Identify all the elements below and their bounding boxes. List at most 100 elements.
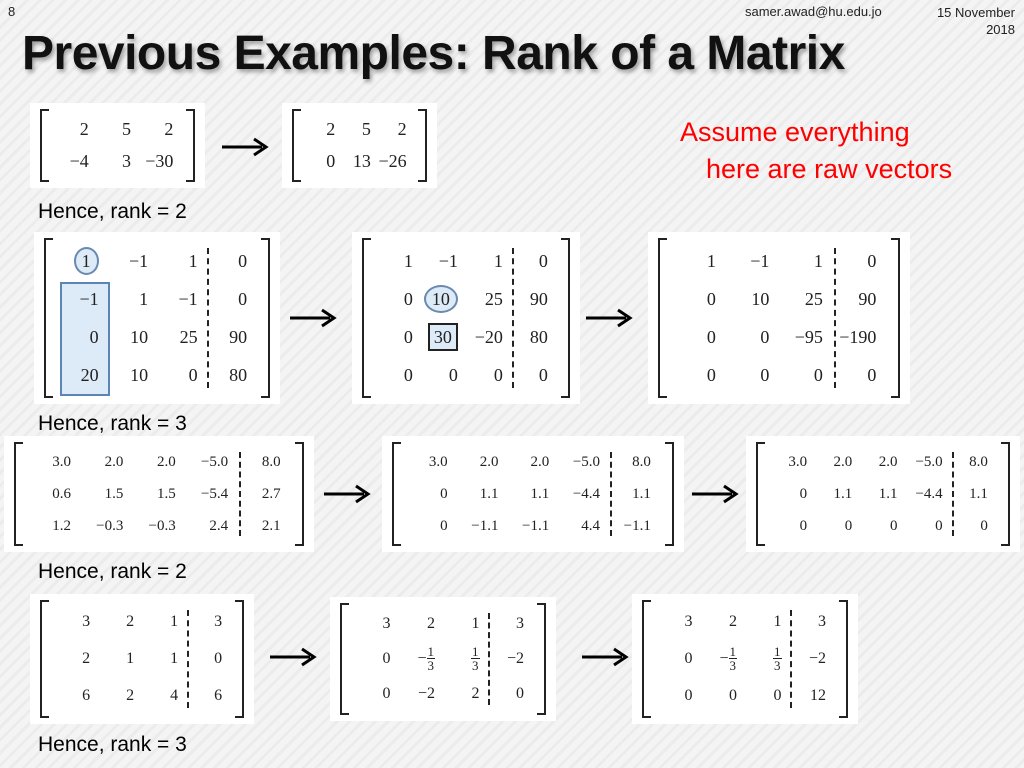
- left-bracket: [756, 442, 765, 546]
- matrix-cell: 1: [139, 288, 149, 309]
- matrix-cell: 3: [684, 613, 693, 631]
- matrix-cell: −1: [128, 250, 149, 271]
- arrow-icon: [690, 484, 738, 504]
- matrix-cell: 13: [352, 151, 371, 172]
- matrix-cell: 0: [760, 364, 770, 385]
- matrix-cell: 1: [706, 250, 716, 271]
- right-bracket: [418, 109, 427, 182]
- matrix-cell: 0: [684, 649, 693, 667]
- matrix-cell: 80: [529, 326, 548, 347]
- matrix-cell: 10: [421, 284, 466, 313]
- matrix-cell: 1: [170, 613, 179, 631]
- highlighted-column: [60, 282, 110, 396]
- matrix-cell: 0: [403, 288, 413, 309]
- matrix-cell: −4.4: [915, 485, 943, 502]
- left-bracket: [340, 603, 349, 715]
- matrix-cell: 2.0: [878, 453, 898, 470]
- matrix-cell: 0: [440, 517, 448, 534]
- right-bracket: [235, 600, 244, 718]
- matrix-cell: 3.0: [428, 453, 448, 470]
- matrix-cell: 0: [448, 364, 458, 385]
- matrix-cell: −95: [794, 326, 823, 347]
- matrix-cell: 1: [126, 649, 135, 667]
- augmented-divider: [790, 610, 793, 708]
- matrix-cell: 0: [516, 684, 524, 702]
- augmented-divider: [238, 452, 241, 536]
- augmented-divider: [610, 452, 613, 536]
- matrix-cell: 2.0: [479, 453, 499, 470]
- matrix-cell: 2: [729, 613, 737, 631]
- matrix-cell: 0: [188, 364, 198, 385]
- augmented-divider: [186, 610, 189, 708]
- matrix-cell: 2: [427, 615, 435, 633]
- matrix-cell: 25: [179, 326, 198, 347]
- matrix-cell: 10: [130, 364, 149, 385]
- matrix-cell: 0: [935, 517, 943, 534]
- matrix-cell: 0: [773, 686, 782, 704]
- matrix-cell: 0: [214, 649, 223, 667]
- augmented-divider: [488, 613, 491, 705]
- matrix-cell: 1.5: [104, 485, 124, 502]
- matrix-cell: 1: [58, 246, 108, 275]
- matrix-cell: −190: [839, 326, 877, 347]
- left-bracket: [658, 238, 667, 398]
- matrix-cell: 10: [751, 288, 770, 309]
- right-bracket: [665, 442, 674, 546]
- matrix-cell: 10: [130, 326, 149, 347]
- matrix-cell: −0.3: [148, 517, 176, 534]
- matrix-cell: 2: [397, 118, 407, 139]
- matrix-cell: 0: [980, 517, 988, 534]
- matrix-cell: −30: [145, 151, 174, 172]
- matrix-cell: −2: [808, 649, 826, 667]
- matrix-cell: 0: [867, 364, 877, 385]
- matrix-cell: 3.0: [788, 453, 808, 470]
- matrix-cell: 0: [493, 364, 503, 385]
- matrix-cell: 1.2: [52, 517, 71, 534]
- matrix-cell: −0.3: [96, 517, 124, 534]
- matrix-cell: 2.0: [157, 453, 176, 470]
- matrix-cell: 0: [760, 326, 770, 347]
- matrix-cell: 2: [82, 649, 91, 667]
- matrix-cell: −1.1: [623, 517, 651, 534]
- matrix-cell: 0: [844, 517, 853, 534]
- arrow-icon: [580, 647, 628, 667]
- matrix-cell: 0: [403, 326, 413, 347]
- matrix-cell: 0: [440, 485, 448, 502]
- matrix-cell: −2: [506, 649, 524, 667]
- matrix-cell: 3.0: [52, 453, 71, 470]
- matrix-cell: 0: [238, 250, 248, 271]
- matrix-cell: 90: [229, 326, 248, 347]
- matrix-cell: 1.1: [833, 485, 853, 502]
- matrix-cell: 2.0: [104, 453, 124, 470]
- right-bracket: [839, 600, 848, 718]
- matrix-cell: 5: [361, 118, 371, 139]
- note-line-1: Assume everything: [680, 117, 910, 147]
- augmented-divider: [511, 248, 514, 388]
- matrix-cell: 0: [403, 364, 413, 385]
- matrix-cell: 20: [80, 364, 99, 385]
- matrix-cell: 2: [326, 118, 336, 139]
- right-bracket: [295, 442, 304, 546]
- matrix-cell: 0: [706, 326, 716, 347]
- rank-conclusion-1: Hence, rank = 2: [38, 200, 187, 223]
- matrix-cell: 0: [813, 364, 823, 385]
- matrix-cell: 0: [382, 649, 391, 667]
- matrix-cell: 1: [170, 649, 179, 667]
- matrix-cell: 1: [773, 613, 782, 631]
- matrix-cell: 0: [706, 288, 716, 309]
- matrix-cell: 0: [706, 364, 716, 385]
- matrix-cell: 4: [170, 686, 179, 704]
- matrix-cell: 0: [889, 517, 898, 534]
